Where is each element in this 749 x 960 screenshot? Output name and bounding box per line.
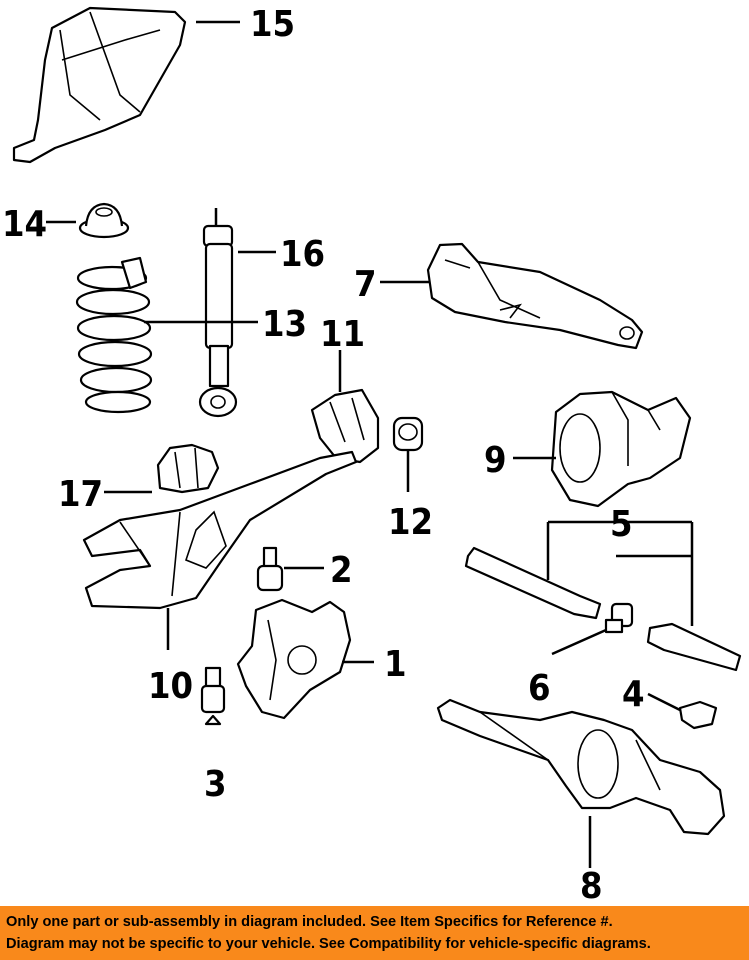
callout-13: 13 [262, 304, 307, 345]
callout-9: 9 [484, 440, 507, 481]
callout-15: 15 [250, 4, 295, 45]
part-6-u-joint [604, 602, 634, 634]
callout-6: 6 [528, 668, 551, 709]
parts-diagram: 15 14 16 13 7 11 12 9 17 10 2 1 3 5 6 4 … [2, 4, 742, 906]
callout-16: 16 [280, 234, 325, 275]
disclaimer-line-1: Only one part or sub-assembly in diagram… [6, 914, 613, 930]
part-8-axle-housing [436, 698, 726, 836]
part-14-bump-stop [78, 202, 130, 239]
callout-3: 3 [204, 764, 227, 805]
part-17-bracket [156, 443, 220, 494]
part-13-coil-spring [75, 256, 153, 414]
part-4-bracket [678, 700, 718, 730]
callouts: 15 14 16 13 7 11 12 9 17 10 2 1 3 5 6 4 … [2, 4, 645, 906]
callout-5: 5 [610, 504, 633, 545]
part-9-differential-carrier [550, 390, 692, 508]
callout-2: 2 [330, 550, 353, 591]
callout-12: 12 [388, 502, 433, 543]
part-2-ball-joint [256, 546, 284, 592]
callout-17: 17 [58, 474, 103, 515]
callout-8: 8 [580, 866, 603, 906]
part-16-shock-absorber [198, 208, 238, 418]
part-10-axle-arm [82, 450, 358, 610]
disclaimer-banner: Only one part or sub-assembly in diagram… [0, 906, 749, 960]
part-11-bracket [310, 388, 380, 464]
part-7-radius-arm [426, 242, 644, 350]
callout-7: 7 [354, 264, 377, 305]
callout-1: 1 [384, 644, 407, 685]
callout-14: 14 [2, 204, 47, 245]
part-5-axle-shaft [464, 546, 742, 672]
disclaimer-line-2: Diagram may not be specific to your vehi… [6, 936, 651, 952]
part-3-ball-joint [200, 666, 226, 726]
leader-lines [46, 20, 694, 868]
part-1-steering-knuckle [236, 598, 352, 720]
part-12-bushing [392, 416, 424, 452]
callout-4: 4 [622, 674, 645, 715]
callout-11: 11 [320, 314, 365, 355]
part-15-bracket [12, 6, 187, 164]
callout-10: 10 [148, 666, 193, 707]
